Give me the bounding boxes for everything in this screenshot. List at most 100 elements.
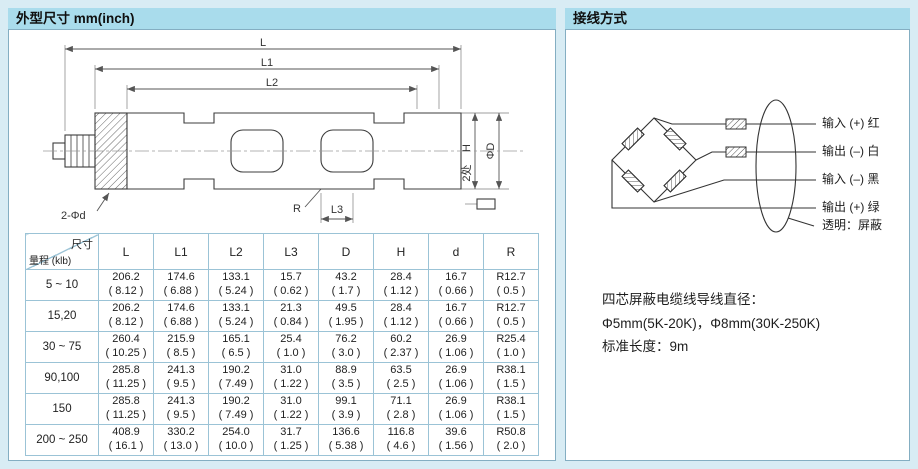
dim-places-label: 2处	[460, 164, 473, 181]
column-header-D: D	[318, 233, 374, 270]
dim-cell: 285.8( 11.25 )	[98, 362, 154, 394]
dimensions-title: 外型尺寸 mm(inch)	[8, 8, 556, 29]
detail-symbol	[465, 198, 496, 210]
dimension-labels: L L1 L2 H 2处 ΦD R L3 2-Φd	[61, 37, 497, 222]
wiring-box: 输入 (+) 红 输出 (–) 白 输入 (–) 黑 输出 (+) 绿 透明：屏…	[565, 29, 910, 461]
dim-2d-label: 2-Φd	[61, 210, 86, 222]
dim-cell: 260.4( 10.25 )	[98, 331, 154, 363]
dim-cell: 136.6( 5.38 )	[318, 424, 374, 456]
dim-cell: 39.6( 1.56 )	[428, 424, 484, 456]
dim-cell: R25.4( 1.0 )	[483, 331, 539, 363]
dim-R-label: R	[293, 203, 301, 215]
cable-note-line2: Φ5mm(5K-20K)，Φ8mm(30K-250K)	[602, 315, 821, 331]
wire-label-input-neg: 输入 (–) 黑	[822, 171, 879, 186]
dim-cell: 190.2( 7.49 )	[208, 393, 264, 425]
dim-cell: R12.7( 0.5 )	[483, 269, 539, 301]
dim-cell: 215.9( 8.5 )	[153, 331, 209, 363]
dim-cell: 241.3( 9.5 )	[153, 393, 209, 425]
extension-lines	[64, 45, 509, 223]
dim-cell: 174.6( 6.88 )	[153, 300, 209, 332]
dim-cell: 174.6( 6.88 )	[153, 269, 209, 301]
range-cell: 5 ~ 10	[25, 269, 99, 301]
corner-label-size: 尺寸	[71, 239, 93, 251]
dim-cell: 408.9( 16.1 )	[98, 424, 154, 456]
wire-label-output-pos: 输出 (+) 绿	[822, 199, 880, 214]
column-header-L: L	[98, 233, 154, 270]
dim-cell: 26.9( 1.06 )	[428, 393, 484, 425]
dim-H-label: H	[461, 144, 473, 152]
column-header-L3: L3	[263, 233, 319, 270]
column-header-L1: L1	[153, 233, 209, 270]
wire-label-shield: 透明：屏蔽	[822, 218, 882, 232]
dim-cell: 43.2( 1.7 )	[318, 269, 374, 301]
dim-cell: R38.1( 1.5 )	[483, 362, 539, 394]
cable-note-line1: 四芯屏蔽电缆线导线直径：	[602, 292, 764, 307]
column-header-L2: L2	[208, 233, 264, 270]
dim-cell: 285.8( 11.25 )	[98, 393, 154, 425]
bridge-diamond	[611, 117, 697, 203]
wiring-title: 接线方式	[565, 8, 910, 29]
dim-cell: 16.7( 0.66 )	[428, 300, 484, 332]
cable-note: 四芯屏蔽电缆线导线直径： Φ5mm(5K-20K)，Φ8mm(30K-250K)…	[602, 288, 909, 359]
bridge-wires	[611, 117, 816, 227]
dim-cell: 76.2( 3.0 )	[318, 331, 374, 363]
dim-L2-label: L2	[266, 77, 278, 89]
strain-gauge-1	[663, 127, 687, 151]
dim-L3-label: L3	[331, 204, 343, 216]
dim-cell: 165.1( 6.5 )	[208, 331, 264, 363]
dim-cell: 26.9( 1.06 )	[428, 331, 484, 363]
range-cell: 150	[25, 393, 99, 425]
dim-cell: 330.2( 13.0 )	[153, 424, 209, 456]
dim-cell: R50.8( 2.0 )	[483, 424, 539, 456]
column-header-H: H	[373, 233, 429, 270]
wire-labels: 输入 (+) 红 输出 (–) 白 输入 (–) 黑 输出 (+) 绿 透明：屏…	[822, 115, 882, 232]
wiring-panel: 接线方式	[565, 8, 910, 461]
dim-cell: 88.9( 3.5 )	[318, 362, 374, 394]
dim-cell: 116.8( 4.6 )	[373, 424, 429, 456]
dim-L-label: L	[260, 37, 266, 49]
wiring-diagram: 输入 (+) 红 输出 (–) 白 输入 (–) 黑 输出 (+) 绿 透明：屏…	[611, 99, 882, 233]
dim-cell: 71.1( 2.8 )	[373, 393, 429, 425]
dim-L1-label: L1	[261, 57, 273, 69]
dimensions-box: L L1 L2 H 2处 ΦD R L3 2-Φd 尺寸 量程 (kl	[8, 29, 556, 461]
dim-cell: 15.7( 0.62 )	[263, 269, 319, 301]
dim-cell: 133.1( 5.24 )	[208, 300, 264, 332]
corner-label-range: 量程 (klb)	[29, 256, 72, 267]
strain-gauge-3	[621, 169, 645, 193]
wire-label-output-neg: 输出 (–) 白	[822, 143, 879, 158]
comp-resistor-1	[725, 118, 747, 130]
range-cell: 90,100	[25, 362, 99, 394]
dim-cell: 63.5( 2.5 )	[373, 362, 429, 394]
comp-resistor-2	[725, 146, 747, 158]
dim-cell: 28.4( 1.12 )	[373, 269, 429, 301]
dim-cell: 99.1( 3.9 )	[318, 393, 374, 425]
dimensions-panel: 外型尺寸 mm(inch)	[8, 8, 556, 461]
loadcell-body	[126, 112, 462, 190]
strain-gauge-2	[663, 169, 687, 193]
dim-cell: R12.7( 0.5 )	[483, 300, 539, 332]
dim-cell: 31.0( 1.22 )	[263, 362, 319, 394]
range-cell: 30 ~ 75	[25, 331, 99, 363]
dim-cell: 49.5( 1.95 )	[318, 300, 374, 332]
wire-label-input-pos: 输入 (+) 红	[822, 115, 880, 130]
table-corner: 尺寸 量程 (klb)	[25, 233, 99, 270]
dim-cell: 31.0( 1.22 )	[263, 393, 319, 425]
dim-cell: 254.0( 10.0 )	[208, 424, 264, 456]
dim-cell: 241.3( 9.5 )	[153, 362, 209, 394]
dim-cell: R38.1( 1.5 )	[483, 393, 539, 425]
range-cell: 15,20	[25, 300, 99, 332]
column-header-R: R	[483, 233, 539, 270]
dim-cell: 206.2( 8.12 )	[98, 300, 154, 332]
dim-cell: 60.2( 2.37 )	[373, 331, 429, 363]
dim-cell: 206.2( 8.12 )	[98, 269, 154, 301]
dim-cell: 190.2( 7.49 )	[208, 362, 264, 394]
dim-cell: 21.3( 0.84 )	[263, 300, 319, 332]
